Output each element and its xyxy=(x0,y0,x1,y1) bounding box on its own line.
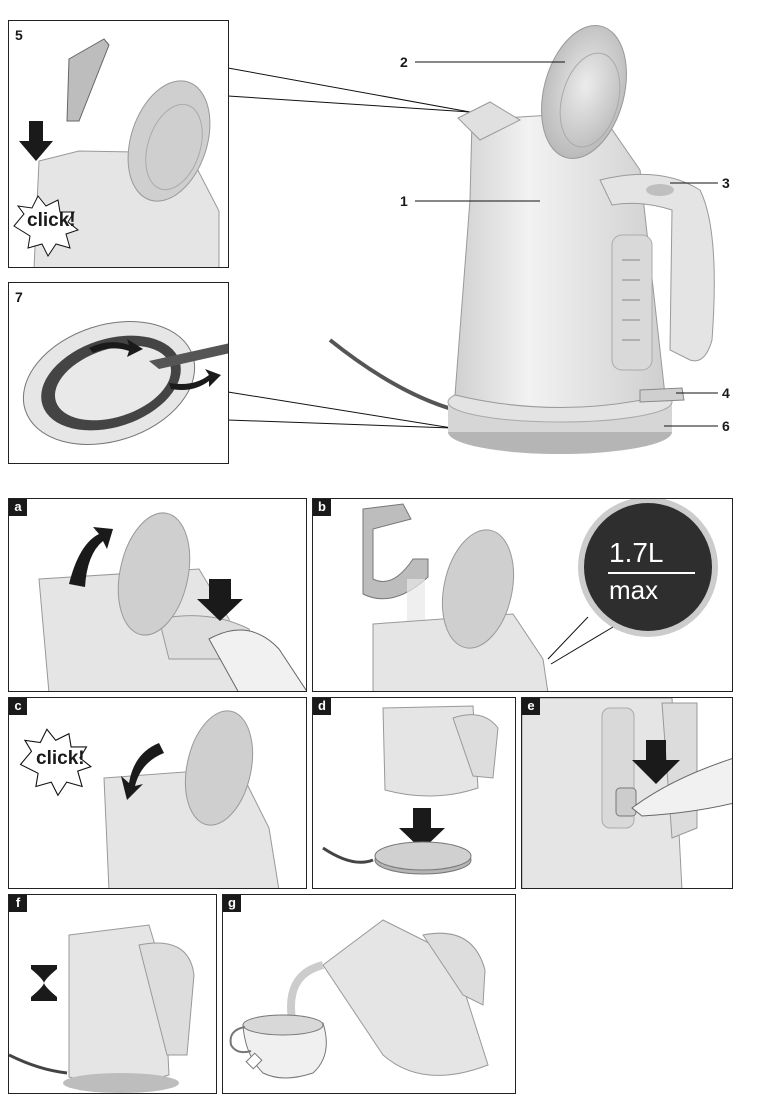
callout-2: 2 xyxy=(400,54,408,70)
callout-3: 3 xyxy=(722,175,730,191)
click-label-top: click! xyxy=(27,210,76,231)
panel-f-tag: f xyxy=(9,895,27,912)
capacity-max: max xyxy=(609,575,659,605)
panel-e-tag: e xyxy=(522,698,540,715)
panel-g-tag: g xyxy=(223,895,241,912)
callout-5: 5 xyxy=(15,27,23,43)
callout-6: 6 xyxy=(722,418,730,434)
panel-c: c click! xyxy=(8,697,307,889)
panel-a-tag: a xyxy=(9,499,27,516)
callout-7: 7 xyxy=(15,289,23,305)
panel-a: a xyxy=(8,498,307,692)
inset-filter: 5 click! xyxy=(8,20,229,268)
panel-f: f xyxy=(8,894,217,1094)
overview-diagram xyxy=(227,25,718,454)
kettle-body xyxy=(454,25,715,408)
panel-c-tag: c xyxy=(9,698,27,715)
callout-4: 4 xyxy=(722,385,730,401)
hourglass-icon xyxy=(31,965,57,1001)
panel-b: b 1.7L max xyxy=(312,498,733,692)
click-label-c: click! xyxy=(36,748,85,769)
panel-d: d xyxy=(312,697,516,889)
callout-1: 1 xyxy=(400,193,408,209)
panel-d-tag: d xyxy=(313,698,331,715)
inset-base-underside: 7 xyxy=(8,282,229,464)
panel-b-tag: b xyxy=(313,499,331,516)
panel-g: g xyxy=(222,894,516,1094)
capacity-value: 1.7L xyxy=(609,537,664,568)
panel-e: e xyxy=(521,697,733,889)
